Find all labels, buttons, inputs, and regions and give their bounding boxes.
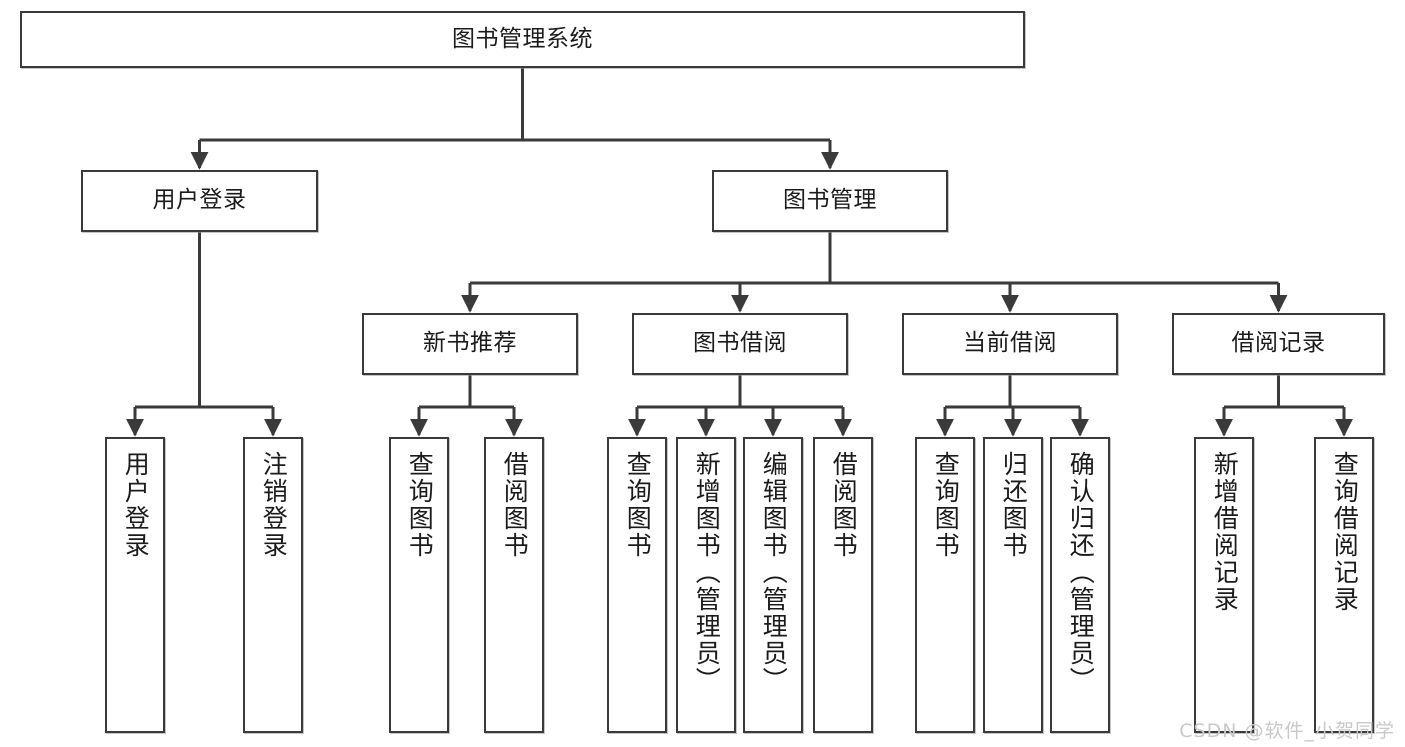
node-leaf-add-book[interactable]: 新增图书（管理员） [676,437,736,733]
node-label: 新增图书（管理员） [692,451,722,694]
node-label: 借阅图书 [500,451,530,559]
node-label: 归还图书 [999,451,1029,559]
node-label: 用户登录 [121,451,151,559]
node-label: 图书管理系统 [452,25,593,52]
node-label: 查询图书 [405,451,435,559]
node-new-book-recommend[interactable]: 新书推荐 [362,313,578,375]
node-leaf-edit-book[interactable]: 编辑图书（管理员） [743,437,803,733]
node-label: 新增借阅记录 [1210,451,1240,613]
node-borrow-record[interactable]: 借阅记录 [1172,313,1385,375]
node-book-management[interactable]: 图书管理 [712,170,948,232]
node-label: 查询图书 [623,451,653,559]
node-leaf-query-book-rec[interactable]: 查询图书 [389,437,449,733]
node-leaf-user-logout[interactable]: 注销登录 [243,437,303,733]
node-label: 确认归还（管理员） [1066,451,1096,694]
node-label: 图书管理 [783,187,877,214]
node-leaf-add-record[interactable]: 新增借阅记录 [1194,437,1254,733]
node-label: 借阅图书 [829,451,859,559]
csdn-watermark: CSDN @软件_小贺同学 [1179,720,1395,742]
node-label: 当前借阅 [963,330,1057,357]
node-leaf-query-book-bor[interactable]: 查询图书 [607,437,667,733]
node-leaf-query-record[interactable]: 查询借阅记录 [1314,437,1374,733]
node-label: 新书推荐 [423,330,517,357]
node-label: 用户登录 [152,187,247,214]
node-leaf-query-book-cur[interactable]: 查询图书 [915,437,975,733]
node-user-login[interactable]: 用户登录 [81,170,318,232]
node-label: 编辑图书（管理员） [759,451,789,694]
node-leaf-borrow-book-bor[interactable]: 借阅图书 [813,437,873,733]
node-label: 借阅记录 [1231,330,1326,357]
node-label: 查询图书 [931,451,961,559]
node-leaf-confirm-return[interactable]: 确认归还（管理员） [1050,437,1110,733]
node-label: 查询借阅记录 [1330,451,1360,613]
node-current-borrow[interactable]: 当前借阅 [902,313,1118,375]
node-book-borrow[interactable]: 图书借阅 [632,313,848,375]
node-leaf-return-book[interactable]: 归还图书 [983,437,1043,733]
node-leaf-borrow-book-rec[interactable]: 借阅图书 [484,437,544,733]
node-label: 注销登录 [259,451,289,559]
node-leaf-user-login[interactable]: 用户登录 [105,437,165,733]
node-root[interactable]: 图书管理系统 [20,11,1025,68]
node-label: 图书借阅 [693,330,787,357]
